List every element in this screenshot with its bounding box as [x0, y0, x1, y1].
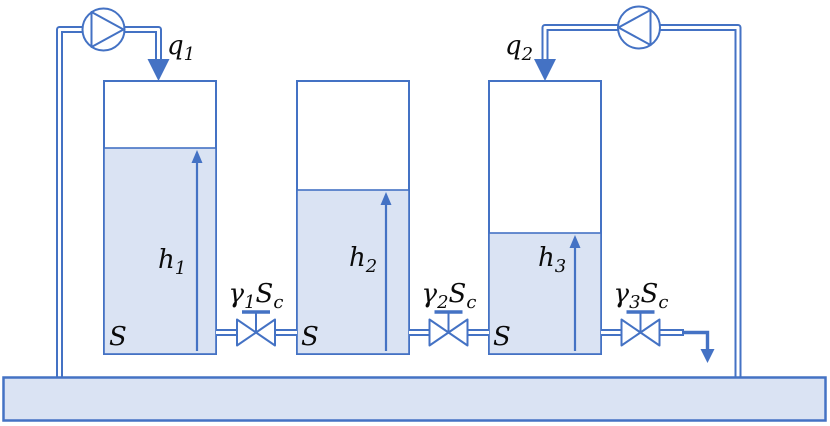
- pump-1-icon: [81, 7, 126, 52]
- section-label-s3: S: [493, 322, 511, 352]
- flow-label-q1: q1: [167, 31, 195, 65]
- valve-2-label: γ2Sc: [422, 279, 477, 313]
- valve-2-icon: [428, 310, 469, 347]
- tank-2-water: [296, 189, 410, 355]
- section-label-s2: S: [301, 322, 319, 352]
- pump-2-icon: [617, 5, 661, 50]
- valve-1-icon: [236, 310, 276, 347]
- flow-label-q2: q2: [505, 31, 533, 65]
- level-arrow-h3-icon: [569, 235, 581, 351]
- level-label-h1: h1: [158, 245, 186, 279]
- inflow-arrow-q1-icon: [147, 59, 170, 81]
- reservoir: [2, 376, 827, 422]
- valve-1-label: γ1Sc: [229, 279, 284, 313]
- outlet-arrow-icon: [682, 330, 715, 363]
- section-label-s1: S: [109, 322, 127, 352]
- inflow-arrow-q2-icon: [534, 59, 556, 81]
- valve-3-label: γ3Sc: [614, 279, 669, 313]
- valve-3-icon: [620, 310, 661, 347]
- level-arrow-h2-icon: [380, 192, 392, 351]
- level-label-h3: h3: [538, 243, 566, 277]
- level-arrow-h1-icon: [191, 150, 203, 351]
- level-label-h2: h2: [349, 243, 377, 277]
- tank-3-water: [488, 232, 602, 355]
